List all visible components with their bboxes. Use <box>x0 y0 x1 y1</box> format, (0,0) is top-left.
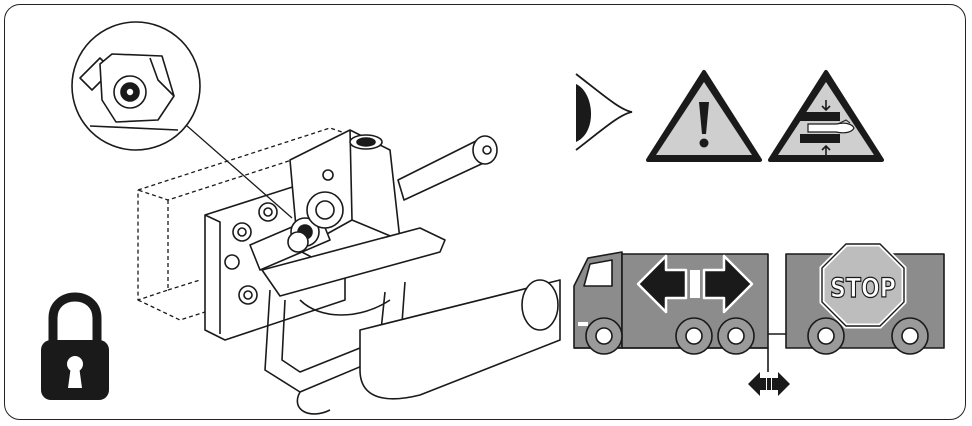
padlock-icon <box>41 292 109 400</box>
double-arrow-icon <box>748 348 790 396</box>
eye-inspection-icon <box>575 73 633 151</box>
tow-coupling-illustration <box>71 21 561 415</box>
warning-exclamation-icon <box>646 70 762 162</box>
truck-wheels <box>585 317 929 355</box>
stop-sign-icon: STOP <box>819 241 907 329</box>
truck-double-arrow <box>636 254 754 314</box>
coupling-jaw <box>261 227 446 297</box>
truck-trailer-icon <box>573 251 945 355</box>
callout-leader <box>177 117 293 219</box>
plate-bolts <box>224 202 278 305</box>
magnified-nut <box>79 53 179 131</box>
drawbar <box>359 279 561 400</box>
stop-sign-label: STOP <box>830 273 896 304</box>
hand-crush-warning-icon <box>768 70 884 162</box>
